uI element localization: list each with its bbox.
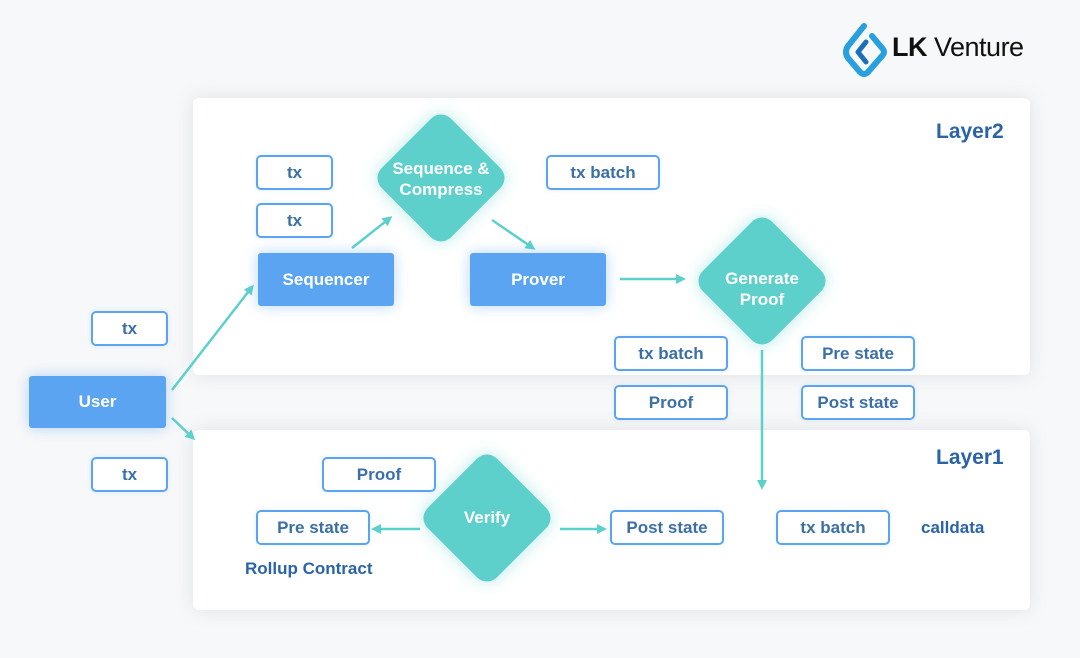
- layer2-title: Layer2: [936, 120, 1004, 143]
- sequence-compress-label: Sequence & Compress: [392, 159, 490, 199]
- tx-tag-2: tx: [256, 203, 333, 238]
- pre-state-middle-tag: Pre state: [801, 336, 915, 371]
- post-state-middle-tag: Post state: [801, 385, 915, 420]
- arrow-user-to-layer1: [171, 417, 196, 441]
- layer1-title: Layer1: [936, 446, 1004, 469]
- verify-label: Verify: [463, 507, 511, 527]
- rollup-contract-label: Rollup Contract: [245, 559, 373, 578]
- user-box: User: [29, 376, 166, 428]
- tx-batch-layer1-tag: tx batch: [776, 510, 890, 545]
- lk-logo-icon: [843, 23, 887, 77]
- sequencer-box: Sequencer: [258, 253, 394, 306]
- generate-proof-label: Generate Proof: [725, 269, 799, 309]
- user-tx-upper-tag: tx: [91, 311, 168, 346]
- arrow-sequencer-to-compress: [351, 216, 393, 249]
- arrow-user-to-sequencer: [171, 284, 254, 391]
- user-tx-lower-tag: tx: [91, 457, 168, 492]
- prover-box: Prover: [470, 253, 606, 306]
- layer2-panel: [193, 98, 1030, 375]
- proof-middle-tag: Proof: [614, 385, 728, 420]
- calldata-label: calldata: [921, 518, 985, 537]
- arrow-compress-to-prover: [491, 218, 536, 250]
- tx-batch-top-tag: tx batch: [546, 155, 660, 190]
- brand-name-bold: LK: [892, 32, 928, 62]
- lk-venture-logo: [842, 22, 1042, 78]
- brand-name-rest: Venture: [927, 32, 1024, 62]
- proof-layer1-tag: Proof: [322, 457, 436, 492]
- pre-state-layer1-tag: Pre state: [256, 510, 370, 545]
- post-state-layer1-tag: Post state: [610, 510, 724, 545]
- tx-batch-middle-tag: tx batch: [614, 336, 728, 371]
- tx-tag-1: tx: [256, 155, 333, 190]
- brand-name: LK Venture: [892, 32, 1024, 63]
